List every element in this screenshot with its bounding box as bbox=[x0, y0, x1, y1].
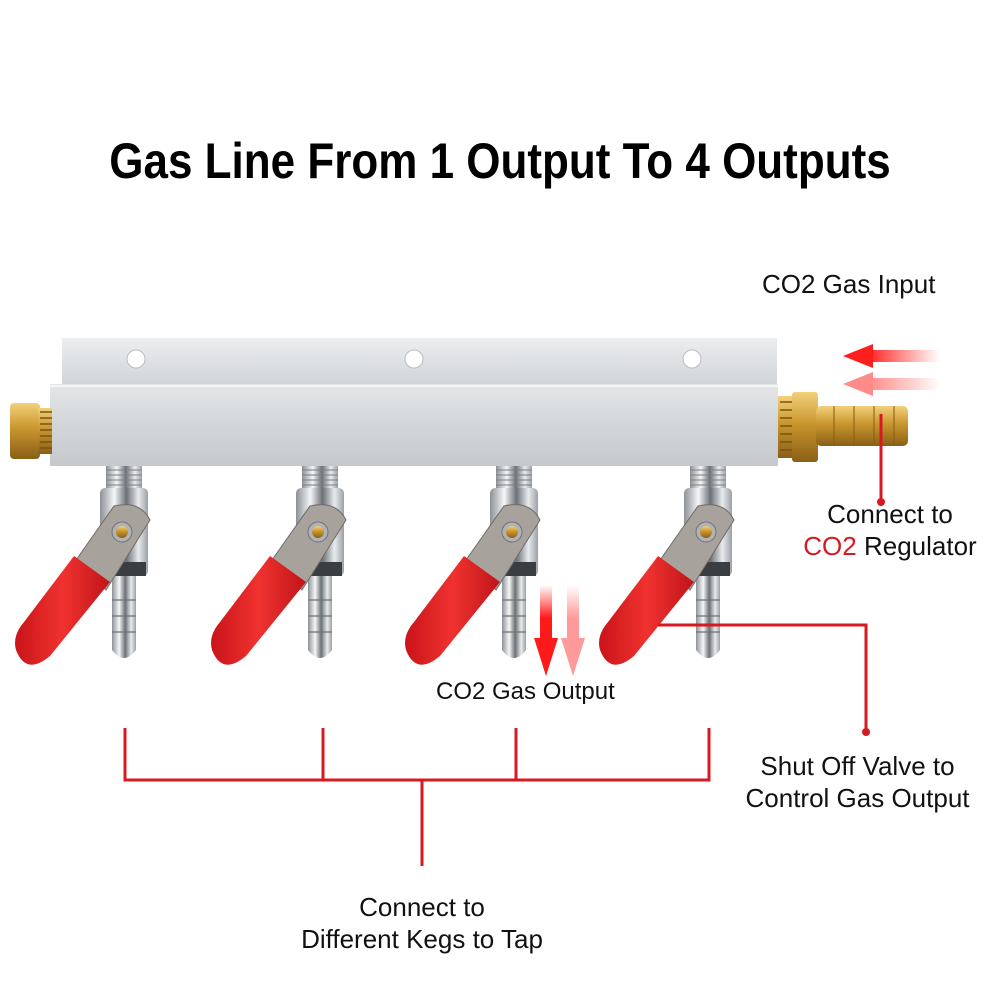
mount-hole bbox=[404, 349, 424, 369]
shutoff-valve[interactable] bbox=[211, 466, 347, 665]
valve-label-line2: Control Gas Output bbox=[745, 783, 970, 813]
kegs-label: Connect to Different Kegs to Tap bbox=[262, 891, 582, 955]
page-title: Gas Line From 1 Output To 4 Outputs bbox=[109, 133, 891, 189]
valve-leader-dot bbox=[862, 728, 870, 736]
hose-barb bbox=[112, 576, 136, 658]
valve-leader bbox=[658, 623, 868, 732]
manifold-bar bbox=[50, 338, 778, 466]
valve-handle bbox=[405, 556, 500, 665]
kegs-label-line1: Connect to bbox=[359, 892, 485, 922]
callout-lines bbox=[123, 414, 883, 866]
regulator-rest-text: Regulator bbox=[856, 531, 977, 561]
kegs-label-line2: Different Kegs to Tap bbox=[301, 924, 543, 954]
regulator-label-line1: Connect to bbox=[827, 499, 953, 529]
gas-output-arrows bbox=[534, 585, 585, 676]
gas-input-arrows bbox=[843, 344, 940, 396]
hose-barb bbox=[502, 576, 526, 658]
hose-barb bbox=[308, 576, 332, 658]
hose-barb bbox=[696, 576, 720, 658]
valve-handle bbox=[211, 556, 306, 665]
left-brass-plug bbox=[10, 403, 52, 459]
valve-handle bbox=[15, 556, 110, 665]
shutoff-valve[interactable] bbox=[405, 466, 541, 665]
regulator-label: Connect to CO2 Regulator bbox=[790, 498, 990, 562]
mount-hole bbox=[682, 349, 702, 369]
valve-label-line1: Shut Off Valve to bbox=[760, 751, 955, 781]
kegs-bracket bbox=[123, 728, 711, 782]
regulator-leader-dot bbox=[877, 498, 885, 506]
inlet-brass-barb bbox=[778, 392, 908, 462]
shutoff-valve[interactable] bbox=[15, 466, 151, 665]
mount-hole bbox=[126, 349, 146, 369]
valve-label: Shut Off Valve to Control Gas Output bbox=[720, 750, 995, 814]
regulator-label-line2: CO2 Regulator bbox=[790, 530, 990, 562]
gas-output-label: CO2 Gas Output bbox=[436, 678, 615, 705]
valve-handle bbox=[599, 556, 694, 665]
regulator-co2-text: CO2 bbox=[803, 531, 857, 561]
shutoff-valve[interactable] bbox=[599, 466, 735, 665]
gas-input-label: CO2 Gas Input bbox=[762, 269, 936, 299]
